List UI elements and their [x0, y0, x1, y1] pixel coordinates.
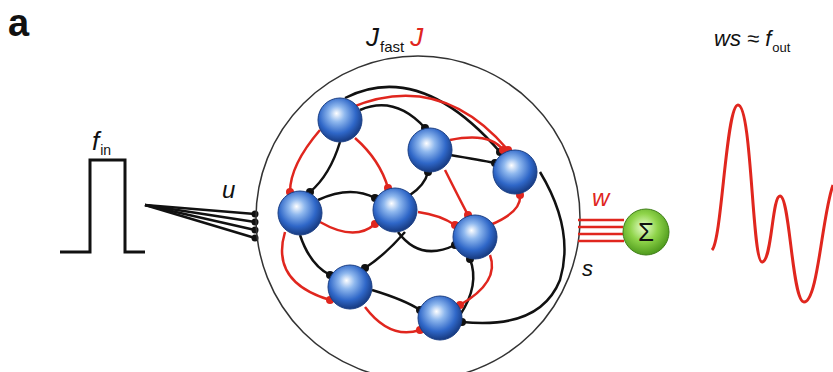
sum-node: Σ: [622, 208, 670, 256]
input-weights: [145, 205, 255, 238]
subscript: in: [100, 143, 111, 157]
weight-name: J: [366, 24, 379, 50]
neurons: [278, 98, 537, 340]
learned-synapse-dots: [286, 146, 524, 334]
fast-synapse-dots: [306, 124, 504, 326]
subscript: fast: [380, 39, 404, 54]
fast-connections: [300, 87, 565, 323]
signal-name: f: [92, 128, 99, 154]
panel-letter: a: [8, 4, 29, 42]
output-signal: [712, 105, 833, 302]
subscript: out: [772, 41, 790, 54]
network-boundary: [256, 56, 580, 372]
state-name: s: [582, 258, 593, 280]
output-formula: ws ≈ f: [714, 28, 771, 50]
readout-weights: [578, 220, 624, 241]
weight-name: J: [410, 24, 423, 50]
weight-name: u: [222, 178, 235, 202]
input-pulse: [60, 160, 145, 252]
weight-name: w: [592, 186, 609, 210]
sum-symbol: Σ: [638, 219, 654, 245]
